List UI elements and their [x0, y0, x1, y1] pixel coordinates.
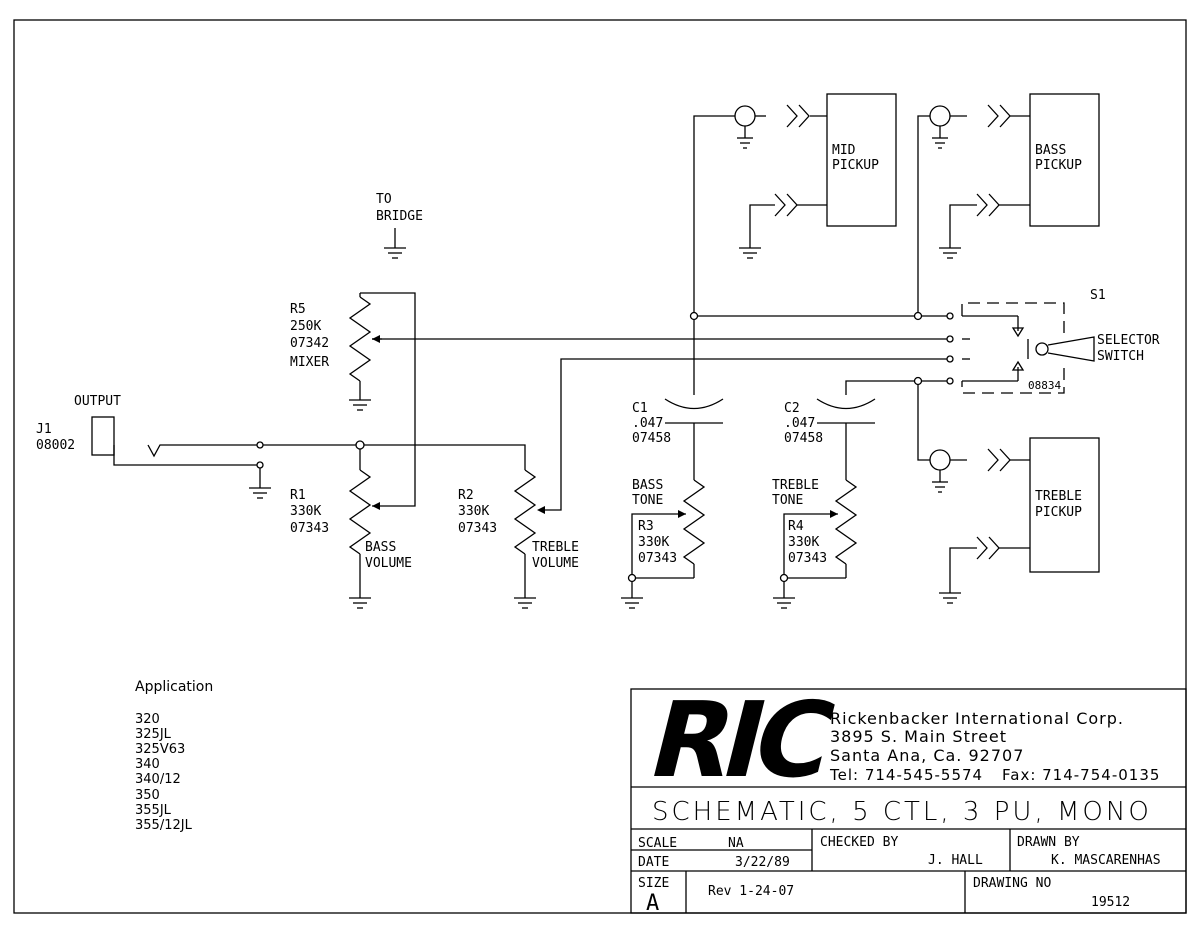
- svg-text:Application: Application: [135, 679, 213, 695]
- svg-text:DRAWN BY: DRAWN BY: [1017, 835, 1080, 850]
- svg-text:SWITCH: SWITCH: [1097, 349, 1144, 364]
- svg-text:355/12JL: 355/12JL: [135, 818, 193, 833]
- svg-text:TONE: TONE: [772, 493, 803, 508]
- wires: [113, 115, 950, 598]
- svg-text:325JL: 325JL: [135, 727, 172, 742]
- svg-text:BASS: BASS: [365, 540, 396, 555]
- svg-text:330K: 330K: [458, 504, 489, 519]
- potentiometer-r5: R5 250K 07342 MIXER: [290, 296, 382, 382]
- svg-text:250K: 250K: [290, 319, 321, 334]
- selector-switch-s1: S1 SELECTOR SWITCH 08834: [946, 288, 1160, 394]
- svg-text:R4: R4: [788, 519, 804, 534]
- svg-text:NA: NA: [728, 836, 744, 851]
- svg-text:07342: 07342: [290, 336, 329, 351]
- svg-text:3/22/89: 3/22/89: [735, 855, 790, 870]
- svg-text:340: 340: [135, 757, 160, 772]
- svg-text:MIXER: MIXER: [290, 355, 329, 370]
- svg-text:.047: .047: [632, 416, 663, 431]
- svg-text:330K: 330K: [290, 504, 321, 519]
- svg-text:TONE: TONE: [632, 493, 663, 508]
- svg-text:SIZE: SIZE: [638, 876, 669, 891]
- svg-text:.047: .047: [784, 416, 815, 431]
- svg-text:TREBLE: TREBLE: [1035, 489, 1082, 504]
- svg-text:07458: 07458: [784, 431, 823, 446]
- svg-text:Santa Ana, Ca. 92707: Santa Ana, Ca. 92707: [830, 746, 1024, 765]
- potentiometer-r4: TREBLE TONE R4 330K 07343: [772, 478, 857, 566]
- svg-text:K. MASCARENHAS: K. MASCARENHAS: [1051, 853, 1161, 868]
- svg-text:A: A: [646, 891, 659, 916]
- svg-text:08002: 08002: [36, 438, 75, 453]
- svg-text:TREBLE: TREBLE: [532, 540, 579, 555]
- svg-text:TO: TO: [376, 192, 392, 207]
- svg-text:OUTPUT: OUTPUT: [74, 394, 121, 409]
- capacitor-c1: C1 .047 07458: [632, 398, 724, 446]
- svg-text:TREBLE: TREBLE: [772, 478, 819, 493]
- svg-text:BASS: BASS: [632, 478, 663, 493]
- svg-text:VOLUME: VOLUME: [532, 556, 579, 571]
- mid-pickup: MID PICKUP: [734, 93, 897, 259]
- sheet-border: [13, 19, 1187, 914]
- ground-symbols: [248, 247, 796, 609]
- title-block: RIC Rickenbacker International Corp. 389…: [630, 679, 1187, 916]
- svg-text:PICKUP: PICKUP: [832, 158, 879, 173]
- svg-text:330K: 330K: [638, 535, 669, 550]
- svg-text:J. HALL: J. HALL: [928, 853, 983, 868]
- potentiometer-r1: R1 330K 07343 BASS VOLUME: [290, 469, 412, 571]
- svg-text:19512: 19512: [1091, 895, 1130, 910]
- svg-text:PICKUP: PICKUP: [1035, 158, 1082, 173]
- potentiometer-r3: BASS TONE R3 330K 07343: [632, 478, 705, 566]
- svg-text:DATE: DATE: [638, 855, 669, 870]
- svg-text:C1: C1: [632, 401, 648, 416]
- svg-text:07343: 07343: [638, 551, 677, 566]
- svg-text:07343: 07343: [458, 521, 497, 536]
- svg-text:07343: 07343: [290, 521, 329, 536]
- svg-text:350: 350: [135, 788, 160, 803]
- capacitor-c2: C2 .047 07458: [784, 398, 876, 446]
- svg-text:R5: R5: [290, 302, 306, 317]
- svg-text:R1: R1: [290, 488, 306, 503]
- application-list: Application 320 325JL 325V63 340 340/12 …: [135, 679, 213, 833]
- svg-text:Rev 1-24-07: Rev 1-24-07: [708, 884, 794, 899]
- svg-text:R2: R2: [458, 488, 474, 503]
- svg-text:S1: S1: [1090, 288, 1106, 303]
- svg-text:Fax: 714-754-0135: Fax: 714-754-0135: [1002, 766, 1160, 784]
- svg-text:325V63: 325V63: [135, 742, 185, 757]
- output-jack-j1: OUTPUT J1 08002: [36, 394, 121, 456]
- svg-text:DRAWING NO: DRAWING NO: [973, 876, 1051, 891]
- svg-text:BASS: BASS: [1035, 143, 1066, 158]
- svg-text:330K: 330K: [788, 535, 819, 550]
- svg-text:3895 S. Main Street: 3895 S. Main Street: [830, 727, 1007, 746]
- to-bridge-label: TO BRIDGE: [376, 192, 423, 224]
- svg-text:SELECTOR: SELECTOR: [1097, 333, 1160, 348]
- svg-text:PICKUP: PICKUP: [1035, 505, 1082, 520]
- svg-text:CHECKED BY: CHECKED BY: [820, 835, 898, 850]
- svg-text:BRIDGE: BRIDGE: [376, 209, 423, 224]
- svg-text:Tel: 714-545-5574: Tel: 714-545-5574: [829, 766, 983, 784]
- junction-nodes: [256, 311, 923, 583]
- svg-text:MID: MID: [832, 143, 856, 158]
- svg-text:07343: 07343: [788, 551, 827, 566]
- svg-text:355JL: 355JL: [135, 803, 172, 818]
- svg-text:VOLUME: VOLUME: [365, 556, 412, 571]
- svg-text:340/12: 340/12: [135, 772, 181, 787]
- svg-text:07458: 07458: [632, 431, 671, 446]
- treble-pickup: TREBLE PICKUP: [929, 437, 1100, 604]
- bass-pickup: BASS PICKUP: [929, 93, 1100, 259]
- svg-text:Rickenbacker International Cor: Rickenbacker International Corp.: [830, 709, 1124, 728]
- svg-text:08834: 08834: [1028, 379, 1061, 392]
- ric-logo: RIC: [638, 679, 841, 800]
- svg-text:J1: J1: [36, 422, 52, 437]
- svg-text:C2: C2: [784, 401, 800, 416]
- potentiometer-r2: R2 330K 07343 TREBLE VOLUME: [458, 469, 579, 571]
- drawing-title: SCHEMATIC, 5 CTL, 3 PU, MONO: [652, 797, 1152, 827]
- svg-text:SCALE: SCALE: [638, 836, 677, 851]
- svg-text:R3: R3: [638, 519, 654, 534]
- svg-text:320: 320: [135, 712, 160, 727]
